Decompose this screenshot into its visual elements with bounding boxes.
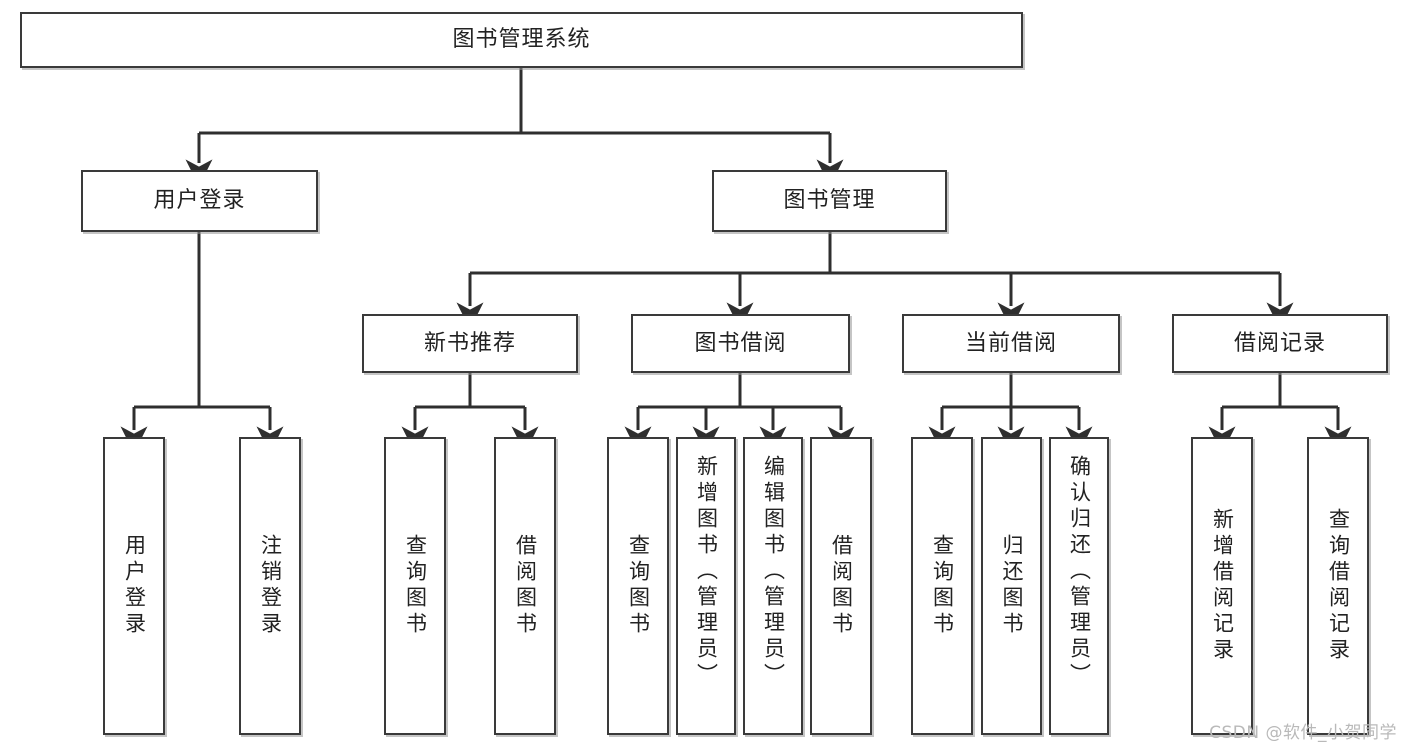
node-label: 新增图书（管理员） (694, 455, 719, 689)
node-label: 编辑图书（管理员） (761, 455, 786, 689)
node-label: 借阅记录 (1233, 330, 1326, 356)
node-label: 新增借阅记录 (1210, 508, 1235, 664)
leaf-current-borrow-query[interactable]: 查询图书 (911, 437, 973, 735)
node-label: 确认归还（管理员） (1067, 455, 1092, 689)
leaf-user-login-logout[interactable]: 注销登录 (239, 437, 301, 735)
node-label: 查询图书 (403, 534, 428, 638)
leaf-current-borrow-return[interactable]: 归还图书 (981, 437, 1042, 735)
leaf-book-borrow-edit[interactable]: 编辑图书（管理员） (743, 437, 803, 735)
node-label: 用户登录 (153, 188, 246, 214)
node-label: 查询借阅记录 (1326, 508, 1351, 664)
node-label: 图书借阅 (694, 330, 787, 356)
node-label: 新书推荐 (423, 330, 516, 356)
node-label: 用户登录 (122, 534, 147, 638)
node-label: 查询图书 (626, 534, 651, 638)
node-label: 注销登录 (258, 534, 283, 638)
node-label: 当前借阅 (964, 330, 1057, 356)
node-book-management[interactable]: 图书管理 (712, 170, 947, 232)
leaf-book-borrow-borrow[interactable]: 借阅图书 (810, 437, 872, 735)
node-label: 图书管理系统 (452, 27, 591, 53)
leaf-borrow-record-add[interactable]: 新增借阅记录 (1191, 437, 1253, 735)
node-new-book-recommend[interactable]: 新书推荐 (362, 314, 578, 373)
leaf-book-borrow-add[interactable]: 新增图书（管理员） (676, 437, 736, 735)
csdn-watermark: CSDN @软件_小贺同学 (1209, 723, 1397, 743)
node-label: 借阅图书 (513, 534, 538, 638)
node-label: 归还图书 (1000, 534, 1024, 638)
node-current-borrow[interactable]: 当前借阅 (902, 314, 1120, 373)
node-root-system[interactable]: 图书管理系统 (20, 12, 1023, 68)
node-borrow-record[interactable]: 借阅记录 (1172, 314, 1388, 373)
leaf-user-login-login[interactable]: 用户登录 (103, 437, 165, 735)
leaf-new-book-borrow[interactable]: 借阅图书 (494, 437, 556, 735)
node-book-borrow[interactable]: 图书借阅 (631, 314, 850, 373)
leaf-new-book-query[interactable]: 查询图书 (384, 437, 446, 735)
node-label: 查询图书 (930, 534, 955, 638)
node-user-login[interactable]: 用户登录 (81, 170, 318, 232)
node-label: 图书管理 (783, 188, 876, 214)
leaf-borrow-record-query[interactable]: 查询借阅记录 (1307, 437, 1369, 735)
leaf-current-borrow-confirm-return[interactable]: 确认归还（管理员） (1049, 437, 1109, 735)
node-label: 借阅图书 (829, 534, 854, 638)
leaf-book-borrow-query[interactable]: 查询图书 (607, 437, 669, 735)
